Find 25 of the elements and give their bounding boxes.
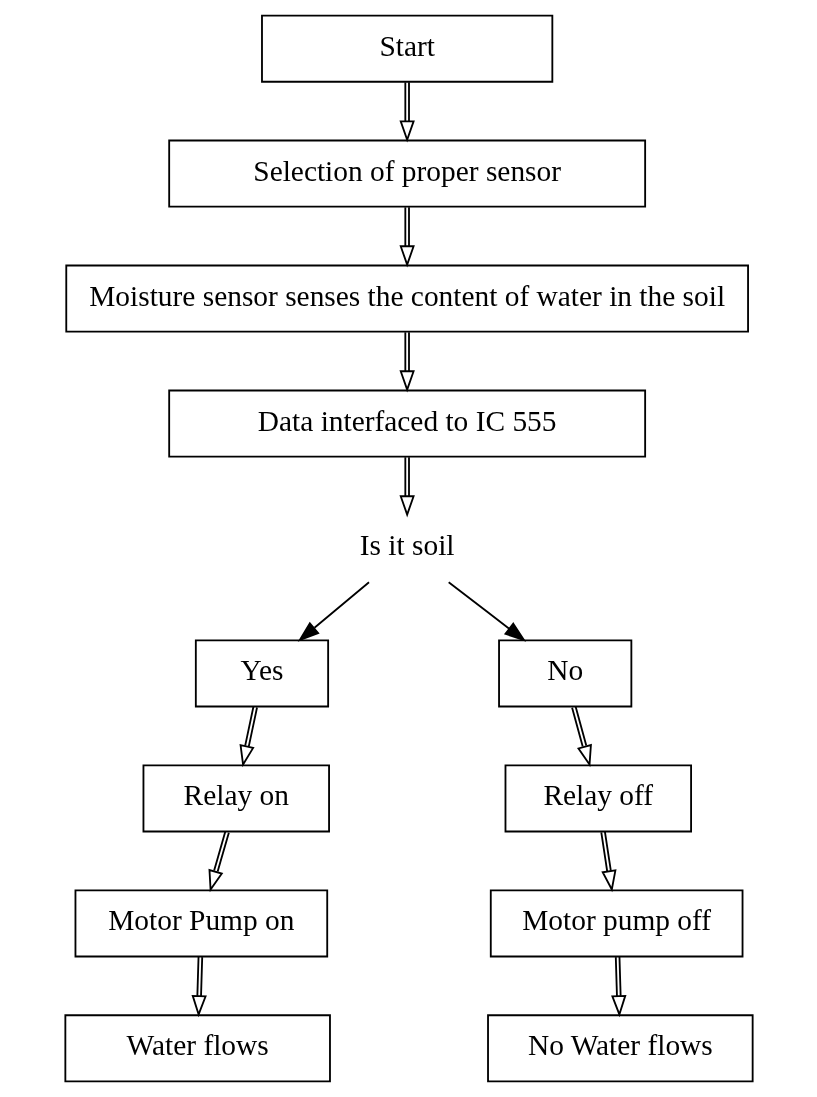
arrow — [398, 206, 415, 268]
node-box: No — [497, 639, 632, 708]
arrow — [599, 830, 617, 893]
node-box: Water flows — [63, 1014, 331, 1083]
arrow — [398, 331, 415, 393]
node-box: Start — [260, 14, 553, 83]
node-box: Relay on — [142, 764, 330, 833]
arrow — [297, 581, 370, 642]
arrow — [239, 705, 258, 768]
node-box: Yes — [194, 639, 329, 708]
arrow — [398, 456, 415, 518]
node-box: Relay off — [504, 764, 692, 833]
arrow — [208, 830, 230, 893]
arrow — [610, 956, 626, 1018]
node-box: Data interfaced to IC 555 — [167, 389, 646, 458]
node-text: Is it soil — [359, 529, 455, 562]
arrow — [447, 581, 526, 642]
node-box: Motor Pump on — [74, 889, 328, 958]
node-box: Selection of proper sensor — [167, 139, 646, 208]
node-box: Moisture sensor senses the content of water in the soil — [64, 264, 749, 333]
arrow — [398, 81, 415, 143]
arrow — [191, 956, 207, 1018]
arrow — [570, 705, 592, 768]
node-box: Motor pump off — [489, 889, 743, 958]
node-box: No Water flows — [486, 1014, 754, 1083]
